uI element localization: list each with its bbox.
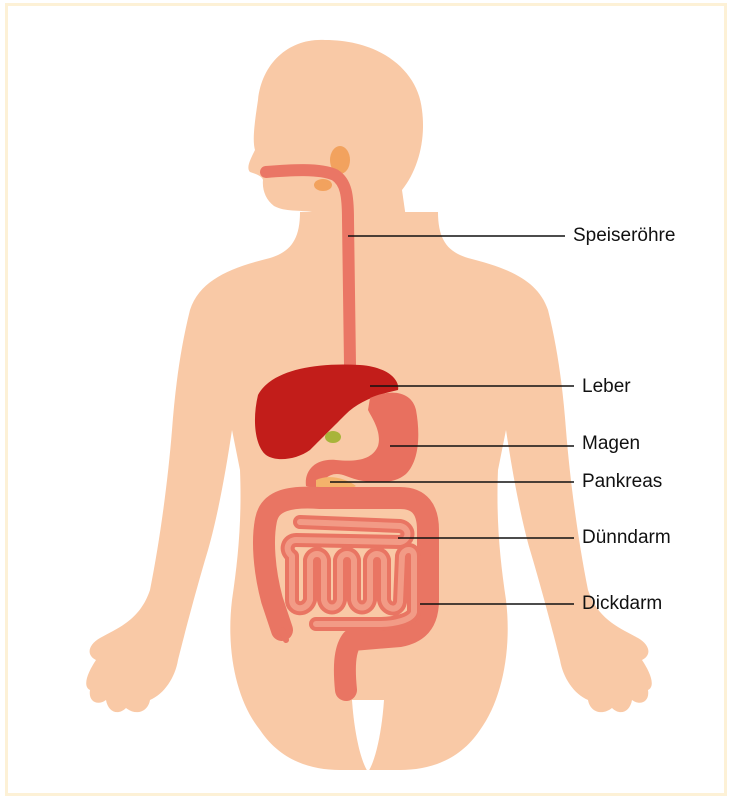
gallbladder: [325, 431, 341, 443]
label-large-intestine: Dickdarm: [582, 593, 662, 615]
small-intestine: [288, 522, 414, 624]
label-esophagus: Speiseröhre: [573, 225, 675, 247]
label-small-intestine: Dünndarm: [582, 527, 671, 549]
label-pancreas: Pankreas: [582, 471, 662, 493]
label-stomach: Magen: [582, 433, 640, 455]
throat-gland: [314, 179, 332, 191]
label-liver: Leber: [582, 376, 631, 398]
